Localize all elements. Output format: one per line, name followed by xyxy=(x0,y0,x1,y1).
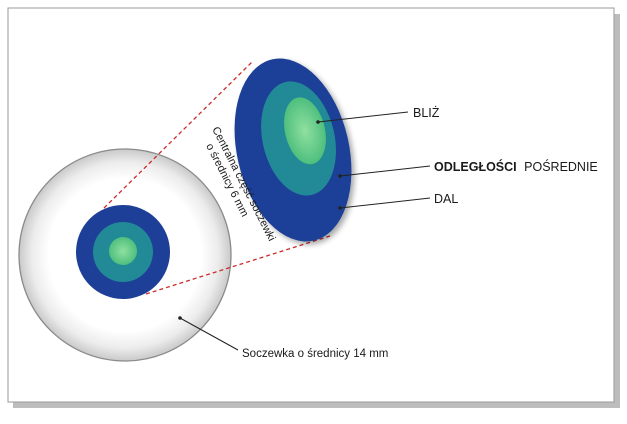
leader-dot-far xyxy=(338,206,342,210)
leader-near xyxy=(317,111,409,123)
magnified-zone-near xyxy=(284,97,326,165)
label-intermediate: ODLEGŁOŚCI POŚREDNIE xyxy=(434,159,598,174)
leader-intermediate xyxy=(339,165,431,177)
leader-dot-near xyxy=(316,120,320,124)
leader-dot-lens xyxy=(178,316,182,320)
leader-lens xyxy=(179,317,239,351)
label-far: DAL xyxy=(434,192,458,206)
label-intermediate-rest: POŚREDNIE xyxy=(524,159,598,174)
label-intermediate-bold: ODLEGŁOŚCI xyxy=(434,159,517,174)
label-near: BLIŻ xyxy=(413,106,440,120)
magnified-central-zone xyxy=(234,58,352,242)
label-lens-diameter: Soczewka o średnicy 14 mm xyxy=(242,348,388,360)
center-zone-near xyxy=(109,237,137,265)
leader-far xyxy=(339,197,431,209)
leader-dot-intermediate xyxy=(338,174,342,178)
